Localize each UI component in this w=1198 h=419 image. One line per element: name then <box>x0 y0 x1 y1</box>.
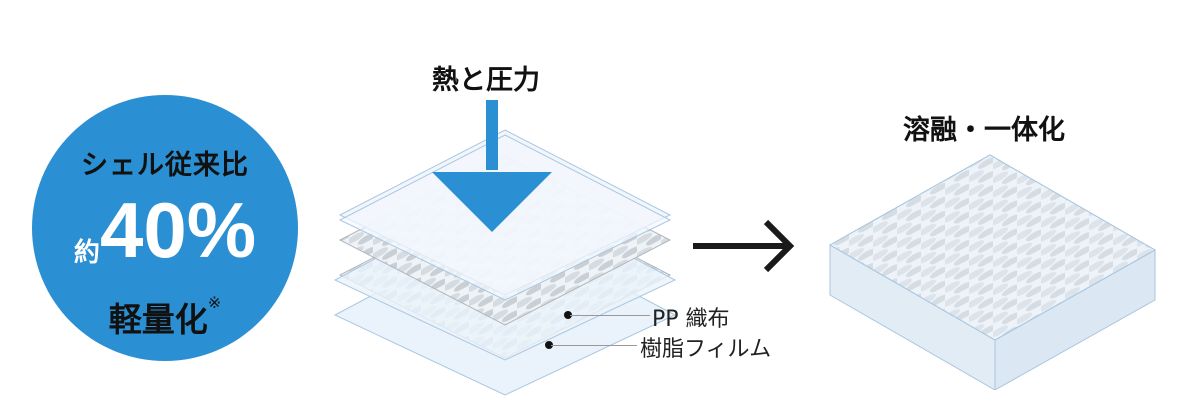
weight-reduction-badge: シェル従来比 約40% 軽量化※ <box>32 95 298 361</box>
fused-integrated-title: 溶融・一体化 <box>903 115 1065 146</box>
badge-note-mark: ※ <box>207 293 222 312</box>
badge-value: 約40% <box>32 191 298 269</box>
resin-film-leader-line <box>551 345 637 346</box>
badge-bottom-text: 軽量化 <box>108 300 208 339</box>
pp-fabric-leader-line <box>570 315 650 316</box>
resin-film-pointer-dot <box>545 341 553 349</box>
badge-comparison-text: シェル従来比 <box>81 150 249 181</box>
heat-pressure-title: 熱と圧力 <box>432 65 540 96</box>
pp-fabric-pointer-dot <box>564 311 572 319</box>
pp-fabric-label: PP 織布 <box>652 307 730 332</box>
badge-bottom: 軽量化※ <box>32 293 298 341</box>
down-arrow-icon <box>432 100 552 232</box>
badge-prefix: 約 <box>73 238 100 268</box>
fused-block-illustration <box>828 154 1157 390</box>
right-arrow-icon <box>693 219 795 273</box>
badge-percent: 40% <box>99 186 257 274</box>
resin-film-label: 樹脂フィルム <box>640 337 772 362</box>
layered-fabric-illustration <box>333 100 677 396</box>
